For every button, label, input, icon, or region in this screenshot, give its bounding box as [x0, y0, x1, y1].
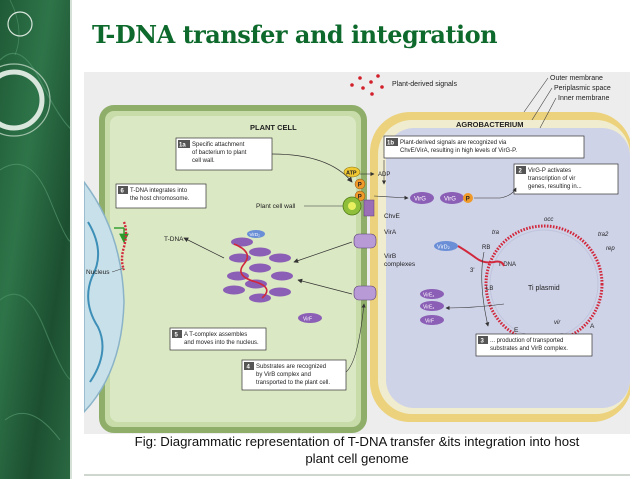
- phosphate-1-label: P: [358, 182, 362, 188]
- step-1b-line1: Plant-derived signals are recognized via: [400, 140, 507, 146]
- tra-label: tra: [492, 230, 500, 236]
- step-4-line1: Substrates are recognized: [256, 364, 326, 370]
- atp-molecule: [343, 166, 361, 178]
- agrobacterium-title: AGROBACTERIUM: [456, 120, 524, 129]
- step-2-box: 2 VirG-P activates transcription of vir …: [513, 163, 619, 195]
- nucleus: [84, 180, 125, 414]
- step-5-line2: and moves into the nucleus.: [184, 340, 259, 346]
- three-prime-label: 3': [470, 268, 474, 274]
- caption-line-1: Fig: Diagrammatic representation of T-DN…: [134, 434, 580, 449]
- host-chromosome: [87, 221, 104, 383]
- virg-phosphate-label: P: [466, 196, 470, 202]
- atp-label: ATP: [346, 171, 357, 177]
- periplasmic-space-label: Periplasmic space: [554, 85, 611, 92]
- t-dna-plasmid-label: T-DNA: [498, 262, 516, 268]
- t-dna-transfer-diagram: Plant-derived signals Outer membrane Per…: [84, 72, 630, 434]
- step-2-number: 2: [519, 169, 523, 175]
- step-6-line2: the host chromosome.: [130, 196, 190, 202]
- vird2-protein: [434, 241, 458, 251]
- step-2-line1: VirG-P activates: [528, 168, 571, 174]
- step-1a-line3: cell wall.: [192, 158, 215, 164]
- substrate-vire2-2: VirE₂: [423, 305, 434, 311]
- step-1b-box: 1b Plant-derived signals are recognized …: [383, 135, 585, 159]
- sidebar-decoration: [0, 0, 72, 479]
- step-1a-box: 1a Specific attachment of bacterium to p…: [175, 137, 273, 171]
- vird2-label: VirD₂: [437, 245, 450, 251]
- step-5-line1: A T-complex assembles: [184, 332, 247, 338]
- step-4-line3: transported to the plant cell.: [256, 380, 330, 386]
- bottom-rule: [84, 474, 630, 476]
- virg-bubble-2: [440, 192, 464, 204]
- step-3-box: 3 ... production of transported substrat…: [475, 333, 593, 357]
- step-5-box: 5 A T-complex assembles and moves into t…: [169, 327, 267, 351]
- phosphate-2-label: P: [358, 194, 362, 200]
- virg-bubble-1-label: VirG: [414, 197, 426, 203]
- step-6-line1: T-DNA integrates into: [130, 188, 188, 194]
- virf-plant: [298, 313, 322, 323]
- plant-cell-title: PLANT CELL: [250, 123, 297, 132]
- substrate-vire2-1: VirE₂: [423, 293, 434, 299]
- virb-complexes-label-2: complexes: [384, 261, 416, 268]
- vira-label: VirA: [384, 229, 397, 236]
- vir-label: vir: [554, 320, 561, 326]
- step-3-line2: substrates and VirB complex.: [490, 346, 568, 352]
- step-6-box: 6 T-DNA integrates into the host chromos…: [115, 183, 207, 209]
- step-4-box: 4 Substrates are recognized by VirB comp…: [241, 359, 347, 391]
- virg-bubble-2-label: VirG: [444, 197, 456, 203]
- step-5-number: 5: [175, 333, 179, 339]
- vir-gene-a: A: [590, 323, 595, 330]
- bacterial-substrates: VirE₂ VirE₂ VirF: [420, 289, 444, 325]
- step-2-line3: genes, resulting in...: [528, 184, 582, 190]
- step-4-line2: by VirB complex and: [256, 372, 311, 378]
- rb-label: RB: [482, 245, 490, 251]
- outer-membrane-label: Outer membrane: [550, 75, 603, 82]
- step-1a-line1: Specific attachment: [192, 142, 245, 148]
- t-complex: [223, 230, 293, 303]
- plant-signal-dots: [350, 74, 384, 96]
- nucleus-label: Nucleus: [86, 269, 110, 276]
- plant-signals-label: Plant-derived signals: [392, 81, 457, 88]
- rep-label: rep: [606, 246, 615, 252]
- virf-plant-label: VirF: [303, 317, 312, 323]
- integrated-t-dna: [120, 221, 128, 271]
- step-1b-number: 1b: [387, 141, 394, 147]
- step-3-number: 3: [481, 339, 485, 345]
- virg-phosphate: [463, 193, 473, 203]
- caption-line-2: plant cell genome: [305, 451, 409, 466]
- figure-caption: Fig: Diagrammatic representation of T-DN…: [84, 433, 630, 467]
- chve-label: ChvE: [384, 213, 401, 220]
- vira-receptor: [363, 199, 375, 217]
- step-4-number: 4: [247, 365, 251, 371]
- occ-label: occ: [544, 217, 553, 223]
- virb-complex-2: [353, 285, 377, 301]
- step-1a-number: 1a: [179, 143, 186, 149]
- substrate-virf: VirF: [425, 319, 434, 325]
- inner-membrane-label: Inner membrane: [558, 95, 609, 102]
- virb-complexes-label-1: VirB: [384, 253, 396, 260]
- vir-gene-e: E: [514, 327, 519, 334]
- tra2-label: tra2: [598, 232, 609, 238]
- phosphate-1: [354, 178, 366, 190]
- ti-plasmid-label: Ti plasmid: [528, 285, 560, 292]
- plant-cell-wall-label: Plant cell wall: [256, 203, 296, 210]
- lb-label: LB: [486, 286, 493, 292]
- t-dna-label-left: T-DNA: [164, 236, 184, 243]
- step-6-number: 6: [121, 189, 125, 195]
- step-3-line1: ... production of transported: [490, 338, 563, 344]
- slide-title: T-DNA transfer and integration: [92, 20, 498, 49]
- virg-bubble-1: [410, 192, 434, 204]
- step-1b-line2: ChvE/VirA, resulting in high levels of V…: [400, 148, 517, 154]
- step-1a-line2: of bacterium to plant: [192, 150, 247, 156]
- t-complex-vird2-label: VirD₂: [250, 232, 261, 237]
- virb-complex-1: [353, 233, 377, 249]
- t-strand: [457, 245, 505, 267]
- chve-core: [348, 202, 356, 210]
- step-2-line2: transcription of vir: [528, 176, 575, 182]
